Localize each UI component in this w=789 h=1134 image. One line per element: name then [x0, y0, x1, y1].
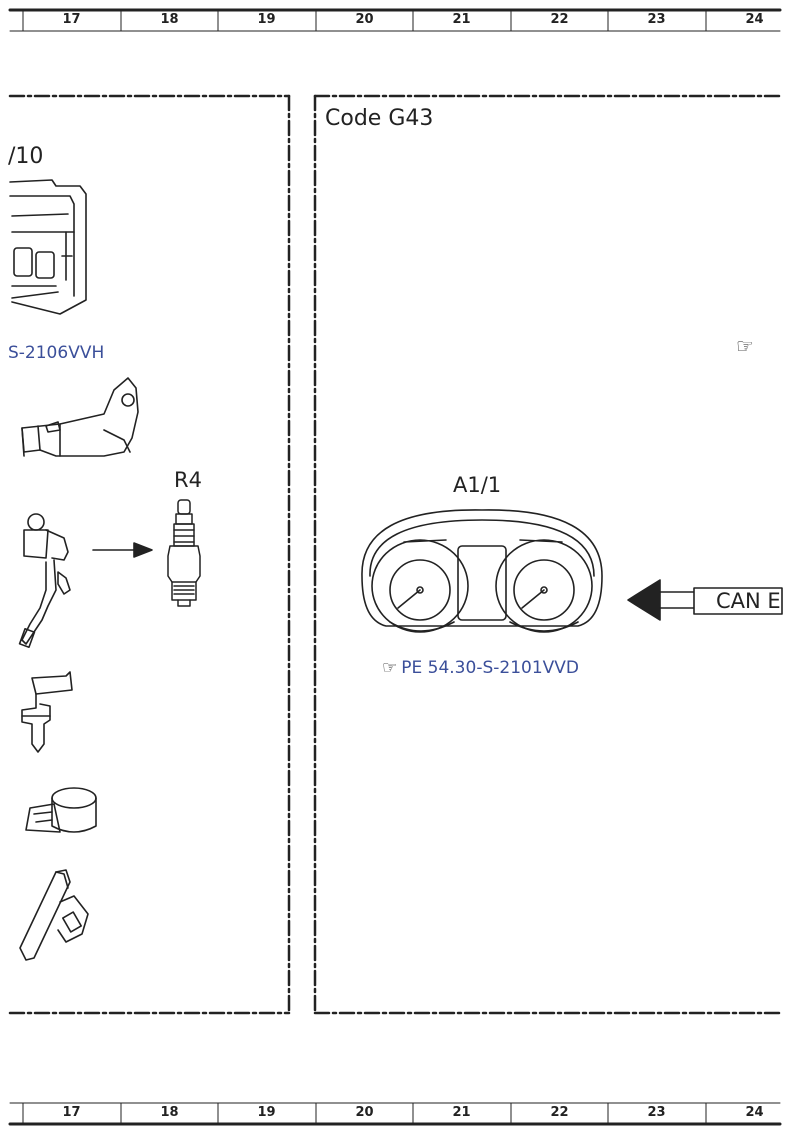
cluster-reference[interactable]: ☞PE 54.30-S-2101VVD — [382, 658, 579, 678]
ruler-col-20: 20 — [355, 1105, 374, 1120]
ruler-col-19: 19 — [257, 1105, 276, 1120]
position-sensor-drawing — [21, 671, 73, 753]
cluster-reference-link[interactable]: PE 54.30-S-2101VVD — [401, 658, 579, 678]
ruler-col-23: 23 — [647, 12, 666, 27]
ignition-coil-drawing — [18, 513, 71, 649]
left-panel-frame — [8, 94, 291, 1015]
ruler-col-21: 21 — [452, 1105, 471, 1120]
sensor-drawing — [21, 377, 139, 457]
ruler-col-17: 17 — [62, 12, 81, 27]
spark-plug-drawing — [167, 499, 201, 607]
bottom-ruler-frame — [8, 1102, 782, 1126]
knock-sensor-drawing — [25, 787, 97, 833]
connection-arrow — [92, 542, 153, 558]
ruler-col-21: 21 — [452, 12, 471, 27]
right-panel-frame — [313, 94, 782, 1015]
spark-plug-label: R4 — [174, 468, 202, 492]
ruler-col-18: 18 — [160, 12, 179, 27]
instrument-cluster-drawing — [361, 509, 603, 633]
pedal-sensor-drawing — [19, 869, 89, 961]
ruler-col-24: 24 — [745, 12, 764, 27]
ruler-col-18: 18 — [160, 1105, 179, 1120]
ruler-col-22: 22 — [550, 1105, 569, 1120]
ruler-col-20: 20 — [355, 12, 374, 27]
code-title: Code G43 — [325, 106, 434, 131]
control-unit-label: /10 — [8, 144, 44, 169]
can-bus-arrow — [627, 579, 783, 621]
top-ruler-frame — [8, 8, 782, 32]
ruler-col-23: 23 — [647, 1105, 666, 1120]
control-unit-reference-link[interactable]: S-2106VVH — [8, 343, 105, 363]
cluster-label: A1/1 — [453, 473, 502, 497]
ruler-col-22: 22 — [550, 12, 569, 27]
can-bus-label: CAN E — [716, 589, 781, 613]
ruler-col-17: 17 — [62, 1105, 81, 1120]
ruler-col-24: 24 — [745, 1105, 764, 1120]
pointing-hand-icon: ☞ — [382, 658, 398, 678]
ruler-col-19: 19 — [257, 12, 276, 27]
pointing-hand-icon[interactable]: ☞ — [736, 334, 754, 358]
control-unit-drawing — [9, 179, 87, 315]
